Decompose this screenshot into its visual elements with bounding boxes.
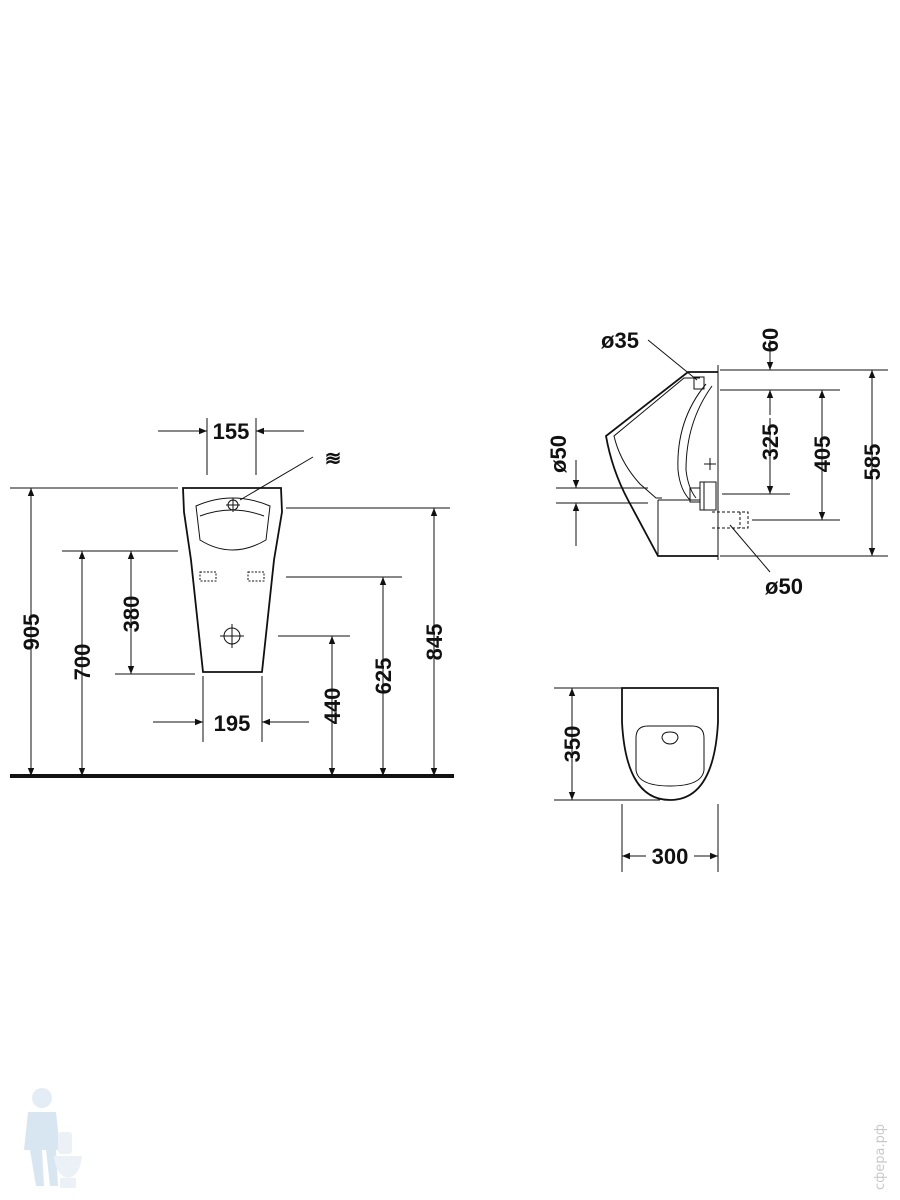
dim-d50-outlet: ø50 bbox=[765, 574, 803, 599]
dim-380: 380 bbox=[119, 596, 144, 633]
dim-300: 300 bbox=[652, 844, 689, 869]
leader-d35 bbox=[647, 339, 698, 381]
dim-60: 60 bbox=[758, 328, 783, 352]
dim-845: 845 bbox=[422, 624, 447, 661]
dim-325: 325 bbox=[758, 424, 783, 461]
rear-outlet bbox=[699, 481, 717, 511]
urinal-body-front bbox=[182, 487, 283, 673]
dim-195: 195 bbox=[214, 711, 251, 736]
waste-outlet bbox=[712, 511, 749, 529]
watermark-text: сфера.рф bbox=[873, 1124, 888, 1190]
drain-top bbox=[661, 731, 679, 745]
inlet-spud bbox=[693, 376, 705, 390]
dim-155: 155 bbox=[213, 419, 250, 444]
bowl-top bbox=[635, 725, 705, 787]
dim-700: 700 bbox=[70, 644, 95, 681]
dim-d35: ø35 bbox=[601, 328, 639, 353]
plumber-logo bbox=[24, 1088, 82, 1188]
dim-625: 625 bbox=[371, 658, 396, 695]
top-view: 350 300 bbox=[554, 687, 719, 872]
side-view: ø35 60 325 405 585 ø50 ø50 bbox=[546, 328, 888, 599]
dim-405: 405 bbox=[810, 436, 835, 473]
fixing-point-left bbox=[199, 571, 217, 582]
outlet-marker bbox=[220, 624, 244, 648]
fixing-point-right bbox=[247, 571, 265, 582]
water-supply-icon: ≋ bbox=[325, 448, 342, 470]
dim-350: 350 bbox=[560, 726, 585, 763]
urinal-body-side bbox=[605, 371, 718, 557]
urinal-body-top bbox=[621, 687, 719, 801]
leader-d50 bbox=[729, 524, 771, 573]
dim-905: 905 bbox=[19, 614, 44, 651]
bowl-opening bbox=[195, 497, 271, 551]
dim-d50-rear: ø50 bbox=[546, 435, 571, 473]
dim-440: 440 bbox=[320, 688, 345, 725]
front-view: 155 ≋ 195 905 700 380 440 625 bbox=[10, 418, 454, 778]
dim-585: 585 bbox=[860, 444, 885, 481]
